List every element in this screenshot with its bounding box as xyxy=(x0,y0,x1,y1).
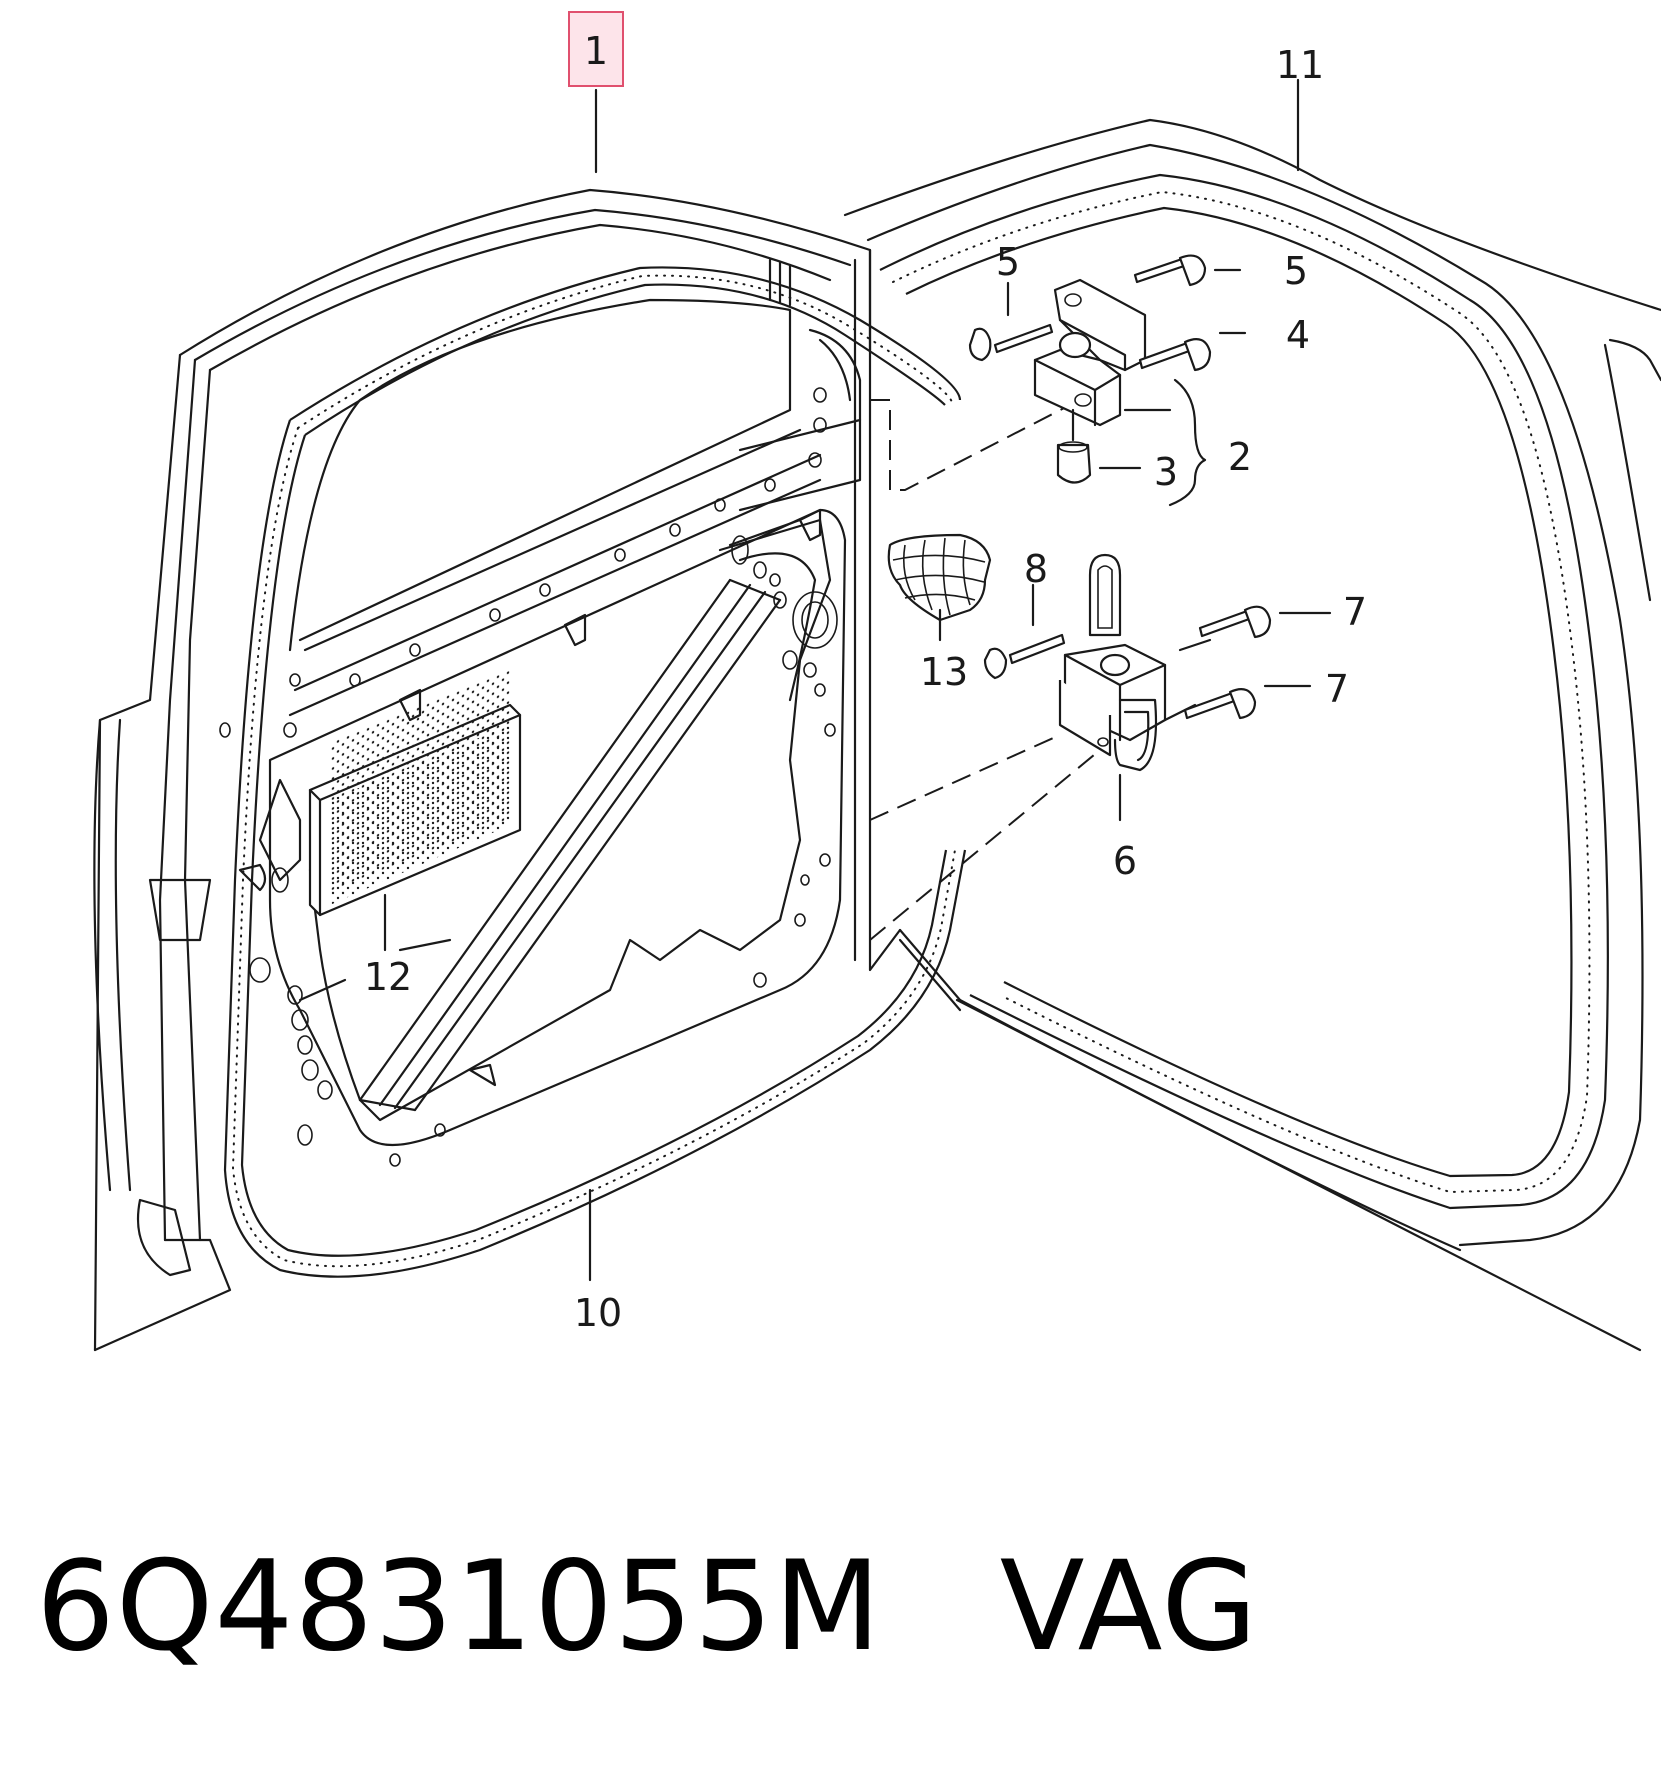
body-door-opening xyxy=(843,118,1661,1352)
callout-3[interactable]: 3 xyxy=(1154,450,1178,494)
hinge-bolts-lower xyxy=(983,583,1332,722)
door-shell xyxy=(93,188,967,1352)
callout-1[interactable]: 1 xyxy=(584,29,608,73)
part-number: 6Q4831055M xyxy=(36,1535,882,1679)
pad-texture xyxy=(330,725,510,905)
callout-10[interactable]: 10 xyxy=(574,1291,622,1335)
upper-hinge xyxy=(1033,278,1207,507)
rubber-bumper xyxy=(887,533,992,642)
brand-name: VAG xyxy=(999,1535,1259,1679)
callout-11[interactable]: 11 xyxy=(1276,43,1324,87)
callout-6[interactable]: 6 xyxy=(1113,839,1137,883)
callout-2[interactable]: 2 xyxy=(1228,435,1252,479)
callout-7-lower[interactable]: 7 xyxy=(1325,667,1349,711)
callout-5-upper[interactable]: 5 xyxy=(996,240,1020,284)
door-exploded-diagram: 1 2 3 4 5 5 6 7 7 8 10 11 12 13 xyxy=(93,11,1661,1352)
callout-5-right[interactable]: 5 xyxy=(1284,249,1308,293)
callout-7-upper[interactable]: 7 xyxy=(1343,590,1367,634)
hinge-bolts-upper xyxy=(968,254,1247,372)
alignment-lines xyxy=(869,399,1101,941)
callout-12[interactable]: 12 xyxy=(364,955,412,999)
lower-hinge xyxy=(1058,553,1167,822)
hinge-pin xyxy=(1056,408,1142,484)
leader-lines xyxy=(298,78,1300,1282)
callouts: 1 2 3 4 5 5 6 7 7 8 10 11 12 13 xyxy=(364,11,1367,1335)
callout-4[interactable]: 4 xyxy=(1286,313,1310,357)
callout-8[interactable]: 8 xyxy=(1024,547,1048,591)
callout-1-highlight xyxy=(568,11,624,87)
callout-13[interactable]: 13 xyxy=(920,650,968,694)
